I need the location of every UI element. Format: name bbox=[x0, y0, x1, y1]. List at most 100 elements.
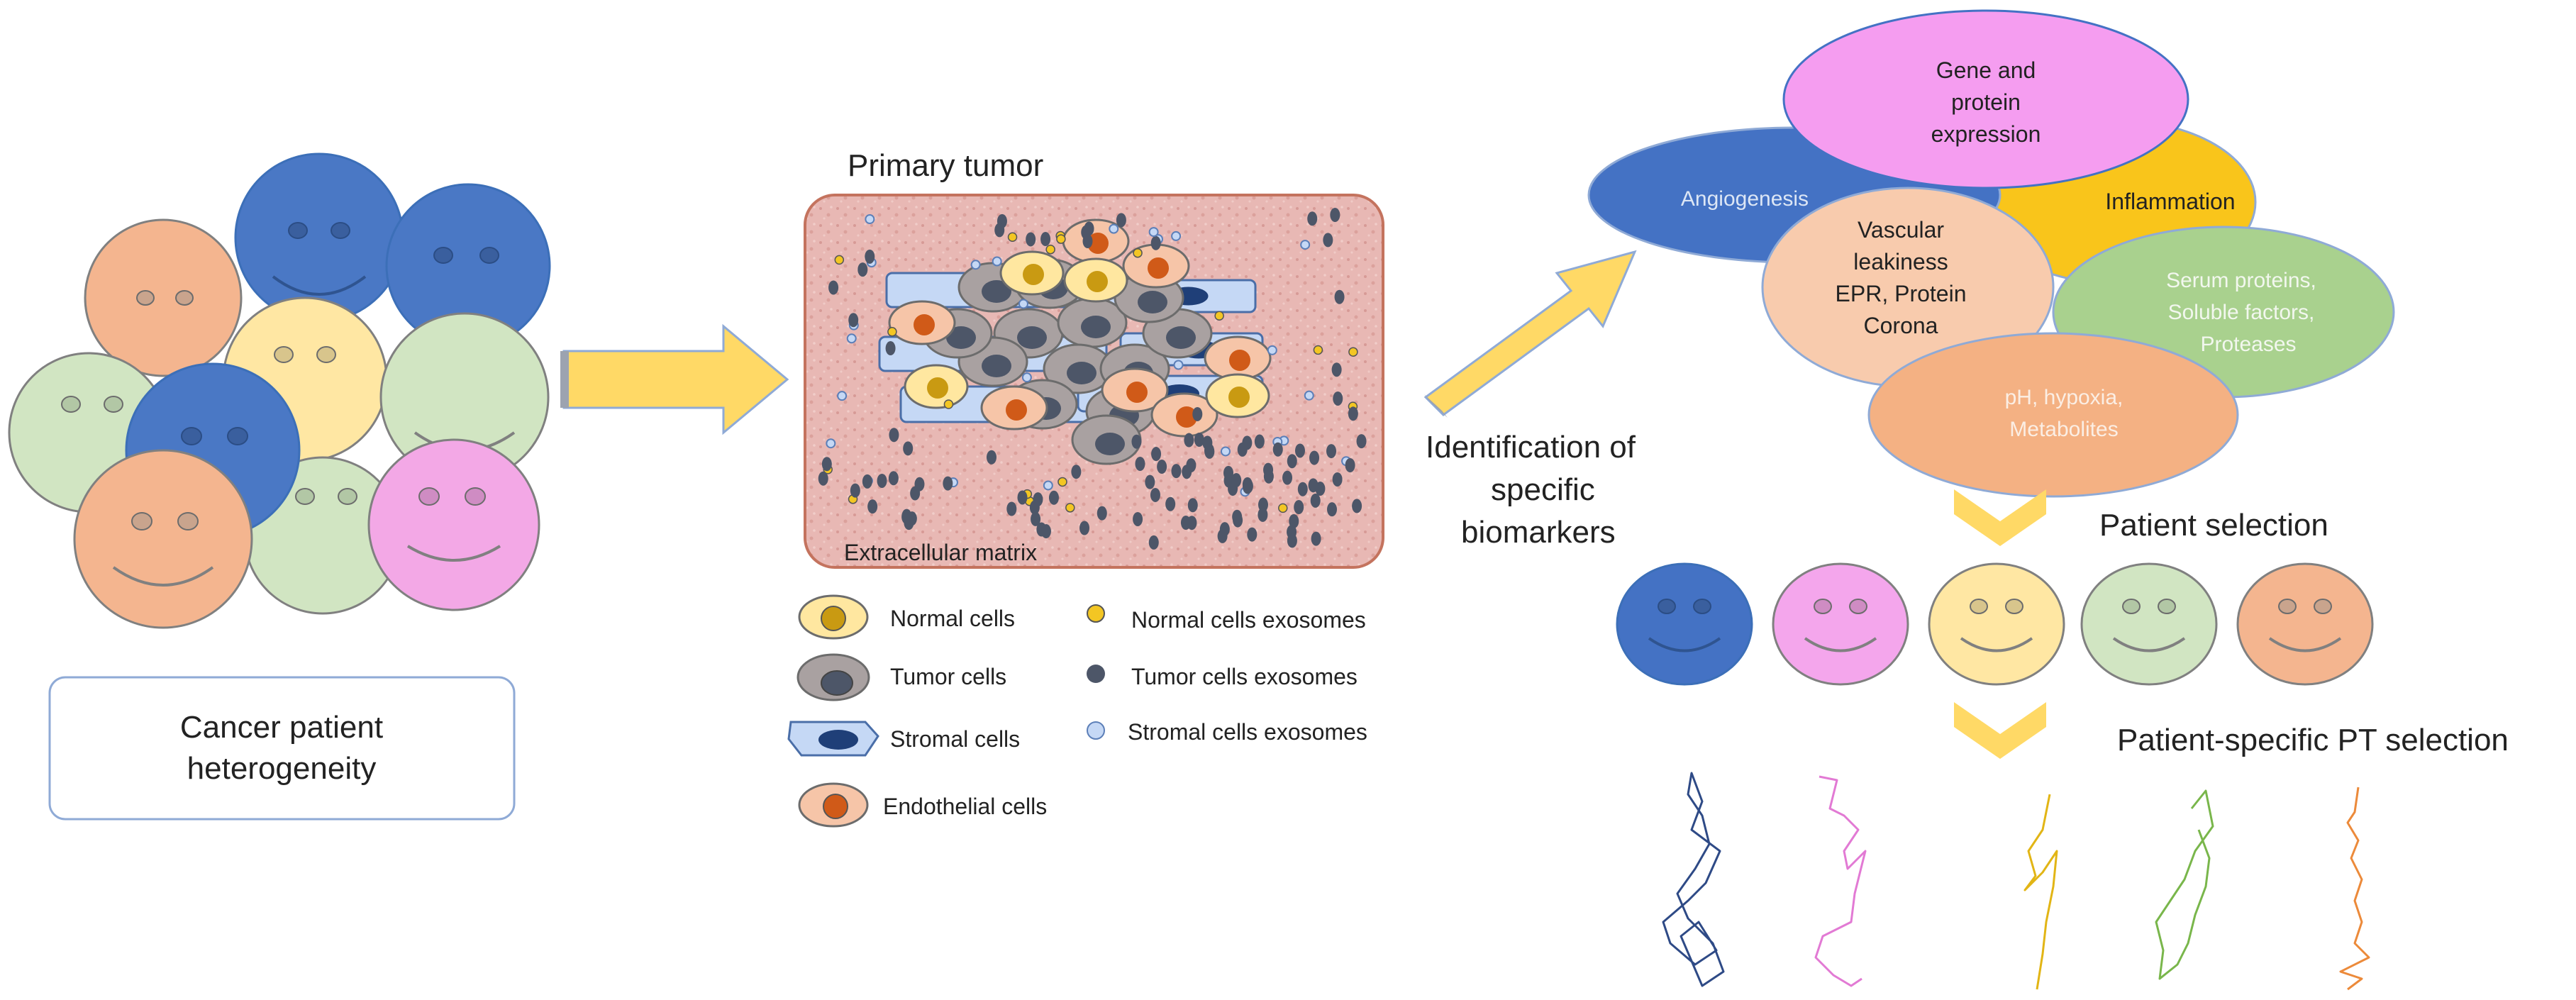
tumor-exosome bbox=[1097, 506, 1107, 521]
face-pink bbox=[367, 438, 540, 611]
tumor-exosome bbox=[1334, 289, 1345, 304]
tumor-exosome bbox=[850, 483, 860, 498]
chevron-down-icon-2 bbox=[1954, 702, 2046, 759]
tumor-exosome bbox=[1282, 470, 1293, 485]
tumor-exosome bbox=[1258, 497, 1268, 512]
tumor-exosome bbox=[1323, 233, 1333, 248]
tumor-exosome bbox=[1157, 460, 1167, 474]
tumor-exosome bbox=[889, 428, 899, 443]
stromal-exosome bbox=[1220, 446, 1231, 457]
stromal-exosome bbox=[1021, 372, 1032, 383]
tumor-nucleus bbox=[982, 280, 1011, 303]
selected-face-blue bbox=[1616, 562, 1753, 686]
tumor-exosome bbox=[1331, 362, 1342, 377]
tumor-exosome bbox=[1048, 490, 1059, 505]
bubble-gene-protein: Gene and protein expression bbox=[1782, 9, 2189, 189]
tumor-exosome bbox=[1040, 232, 1051, 247]
tumor-nucleus bbox=[982, 355, 1011, 377]
tumor-exosome bbox=[1287, 454, 1297, 469]
arrow-to-tumor bbox=[560, 323, 789, 435]
tumor-exosome bbox=[1171, 464, 1182, 479]
tumor-exosome bbox=[1332, 472, 1343, 487]
stromal-exosome bbox=[1148, 227, 1159, 238]
stromal-exosome bbox=[1173, 360, 1184, 370]
normal-exosome bbox=[1348, 347, 1358, 357]
normal-exosome bbox=[1065, 503, 1075, 513]
endothelial-nucleus bbox=[1176, 406, 1197, 428]
normal-exosome bbox=[943, 399, 954, 409]
tumor-exosome bbox=[1131, 434, 1142, 449]
tumor-exosome bbox=[888, 471, 899, 486]
normal-nucleus bbox=[927, 377, 948, 399]
tumor-exosome bbox=[1223, 473, 1234, 488]
tumor-exosome bbox=[1148, 535, 1159, 550]
caption-line-1: Cancer patient bbox=[180, 710, 383, 745]
endothelial-nucleus bbox=[1148, 257, 1169, 279]
pt-drawing-orange bbox=[2339, 787, 2370, 991]
tumor-exosome bbox=[1180, 516, 1191, 530]
tumor-exosome bbox=[1150, 487, 1160, 502]
pt-drawing-green bbox=[2155, 789, 2214, 980]
vascular-line-1: Vascular bbox=[1858, 217, 1944, 243]
face-orange-top bbox=[84, 218, 243, 377]
legend-tumor-exosomes-label: Tumor cells exosomes bbox=[1131, 664, 1358, 689]
normal-exosome bbox=[1313, 345, 1323, 355]
legend-tumor-cells-label: Tumor cells bbox=[890, 664, 1006, 689]
selected-face-green bbox=[2080, 562, 2218, 686]
legend-tumor-cells: Tumor cells bbox=[796, 653, 1006, 701]
tumor-nucleus bbox=[1081, 316, 1111, 338]
legend-stromal-exosomes-label: Stromal cells exosomes bbox=[1128, 719, 1367, 745]
tumor-exosome bbox=[986, 450, 996, 465]
tumor-exosome bbox=[1151, 447, 1162, 462]
tumor-exosome bbox=[914, 477, 925, 491]
tumor-exosome bbox=[1031, 511, 1041, 526]
tumor-nucleus bbox=[1138, 291, 1167, 313]
selected-face-orange bbox=[2236, 562, 2374, 686]
tumor-exosome bbox=[1184, 433, 1194, 448]
normal-nucleus bbox=[1228, 387, 1250, 408]
legend-normal-exosomes-label: Normal cells exosomes bbox=[1131, 607, 1366, 633]
legend-stromal-exosomes: Stromal cells exosomes bbox=[1087, 719, 1367, 745]
normal-nucleus bbox=[1023, 264, 1044, 285]
stromal-exosome bbox=[1304, 390, 1314, 401]
tumor-exosome bbox=[1194, 433, 1204, 448]
tumor-exosome bbox=[1352, 499, 1362, 513]
tumor-exosome bbox=[1082, 234, 1093, 249]
tumor-exosome bbox=[1247, 527, 1258, 542]
legend-stromal-cells-label: Stromal cells bbox=[890, 726, 1020, 752]
tumor-exosome bbox=[1135, 457, 1145, 472]
legend-normal-exosomes: Normal cells exosomes bbox=[1087, 604, 1366, 633]
tumor-exosome bbox=[1071, 465, 1082, 479]
tumor-exosome bbox=[1186, 458, 1197, 473]
tumor-nucleus bbox=[1166, 326, 1196, 349]
stromal-exosome bbox=[826, 438, 836, 449]
tumor-exosome bbox=[1187, 498, 1198, 513]
tumor-nucleus bbox=[1067, 362, 1097, 384]
patient-face-cluster bbox=[8, 152, 551, 629]
stromal-exosome bbox=[846, 333, 857, 344]
tumor-exosome bbox=[1133, 511, 1143, 526]
tumor-exosome bbox=[1289, 513, 1299, 528]
tumor-exosome bbox=[1348, 406, 1358, 421]
heterogeneity-caption-box: Cancer patient heterogeneity bbox=[48, 676, 516, 821]
chevron-down-icon bbox=[1954, 489, 2046, 546]
tumor-exosome bbox=[1040, 524, 1051, 539]
face-blue-right bbox=[385, 183, 551, 349]
normal-exosome bbox=[1057, 477, 1067, 487]
stromal-exosome bbox=[865, 214, 875, 225]
tumor-exosome bbox=[1079, 521, 1090, 535]
angiogenesis-label: Angiogenesis bbox=[1681, 187, 1809, 211]
stromal-exosome bbox=[1300, 240, 1311, 250]
tumor-exosome bbox=[885, 341, 896, 356]
tumor-exosome bbox=[1327, 502, 1338, 517]
tumor-exosome bbox=[862, 474, 872, 489]
pt-drawing-blue bbox=[1662, 772, 1725, 987]
pt-drawings bbox=[1662, 772, 2370, 991]
tumor-exosome bbox=[1202, 435, 1213, 450]
tumor-exosome bbox=[1326, 444, 1337, 459]
tumor-exosome bbox=[1308, 478, 1318, 493]
stromal-exosome bbox=[837, 391, 848, 401]
stromal-exosome bbox=[1043, 480, 1053, 491]
tumor-exosome bbox=[1330, 208, 1340, 223]
normal-exosome bbox=[834, 255, 845, 265]
